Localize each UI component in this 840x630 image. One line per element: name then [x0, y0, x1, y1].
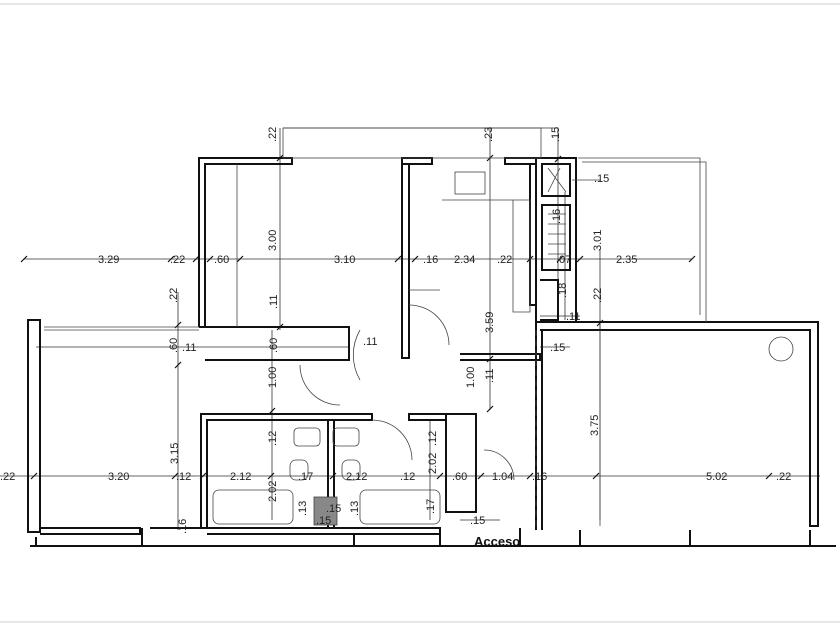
dim-011e: .11: [484, 369, 496, 383]
dim-300: 3.00: [267, 230, 279, 251]
dim-016b: .16: [551, 209, 563, 224]
dim-310: 3.10: [334, 254, 355, 266]
dim-top-023: .23: [483, 127, 495, 142]
dim-015b: .15: [594, 173, 609, 185]
dim-104: 1.04: [492, 471, 513, 483]
dim-017b: .17: [425, 499, 437, 514]
dim-012d: .12: [400, 471, 415, 483]
dim-011c: .11: [182, 342, 196, 354]
dimension-ticks: [20, 154, 773, 480]
drawing-frame: [0, 3, 840, 623]
dim-301: 3.01: [592, 230, 604, 251]
dim-015e: .15: [316, 515, 331, 527]
dim-235: 2.35: [616, 254, 637, 266]
dim-016d: .16: [177, 519, 189, 534]
dim-022e: .22: [592, 288, 604, 303]
dim-060b: .60: [168, 338, 180, 353]
dim-022c: .22: [497, 254, 512, 266]
dim-022d: .22: [168, 288, 180, 303]
dim-375: 3.75: [589, 415, 601, 436]
dim-011: .11: [268, 295, 280, 309]
dim-022b: .22: [170, 254, 185, 266]
thin-lines: [44, 127, 794, 530]
dim-007: .07: [556, 254, 571, 266]
dim-015f: .15: [470, 515, 485, 527]
dimension-labels: .22 .23 .15 3.29 .22 .60 3.00 3.10 .16 2…: [0, 127, 791, 534]
dim-011b: .11: [566, 311, 580, 323]
dim-100: 1.00: [267, 367, 279, 388]
dim-012: .12: [267, 431, 279, 446]
dim-013b: .13: [349, 501, 361, 516]
dim-100b: 1.00: [465, 367, 477, 388]
dim-212: 2.12: [230, 471, 251, 483]
dim-022f: .22: [0, 471, 15, 483]
dim-502: 5.02: [706, 471, 727, 483]
dim-015c: .15: [550, 342, 565, 354]
dim-329: 3.29: [98, 254, 119, 266]
dim-017: .17: [298, 471, 313, 483]
dim-011d: .11: [363, 336, 377, 348]
dim-015d: .15: [326, 503, 341, 515]
walls: [27, 157, 836, 547]
dim-016: .16: [423, 254, 438, 266]
dim-060d: .60: [452, 471, 467, 483]
dim-315: 3.15: [169, 443, 181, 464]
page-bottom-margin: [0, 547, 840, 622]
dim-top-022: .22: [267, 127, 279, 142]
dim-012b: .12: [427, 431, 439, 446]
dim-202: 2.02: [427, 453, 439, 474]
dim-234: 2.34: [454, 254, 475, 266]
dim-top-015: .15: [550, 127, 562, 142]
dim-013: .13: [297, 501, 309, 516]
dim-060c: .60: [268, 338, 280, 353]
dim-202b: 2.02: [267, 481, 279, 502]
dim-018: .18: [557, 283, 569, 298]
dim-359: 3.59: [484, 312, 496, 333]
dim-060: .60: [214, 254, 229, 266]
dim-320: 3.20: [108, 471, 129, 483]
dim-212b: 2.12: [346, 471, 367, 483]
dim-022g: .22: [776, 471, 791, 483]
access-label: Acceso: [474, 534, 520, 549]
dim-012c: .12: [176, 471, 191, 483]
dim-016c: .16: [532, 471, 547, 483]
